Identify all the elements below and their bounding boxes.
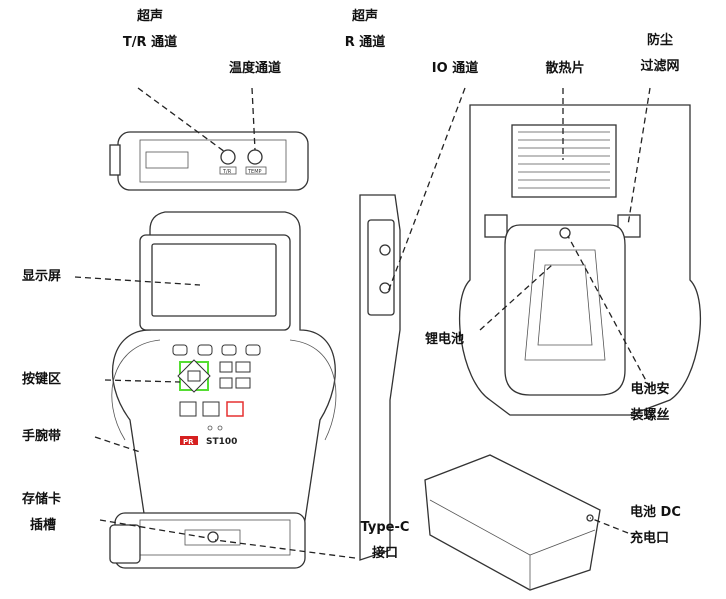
brand-logo: PR bbox=[183, 438, 194, 446]
back-view bbox=[459, 104, 701, 416]
label-ultrasonic-r: 超声 R 通道 bbox=[335, 4, 395, 56]
label-typec-port: Type-C 接口 bbox=[350, 515, 420, 567]
label-heatsink: 散热片 bbox=[545, 61, 585, 76]
label-dust-filter: 防尘 过滤网 bbox=[625, 28, 695, 80]
leader-lines bbox=[74, 87, 651, 559]
label-line: 过滤网 bbox=[640, 59, 680, 74]
label-ultrasonic-tr: 超声 T/R 通道 bbox=[115, 4, 185, 56]
port-tr-label: T/R bbox=[222, 169, 232, 175]
label-line: 防尘 bbox=[646, 33, 673, 48]
label-keypad: 按键区 bbox=[22, 372, 62, 387]
label-line: 电池 DC bbox=[630, 505, 681, 520]
label-line: T/R 通道 bbox=[122, 35, 178, 50]
label-line: 超声 bbox=[351, 9, 378, 24]
label-line: 装螺丝 bbox=[630, 408, 670, 423]
model-label: ST100 bbox=[206, 437, 237, 447]
label-line: Type-C bbox=[360, 520, 410, 535]
label-temp-channel: 温度通道 bbox=[228, 61, 281, 76]
label-line: 超声 bbox=[136, 9, 163, 24]
label-io-channel: IO 通道 bbox=[431, 61, 479, 76]
front-view: PR ST100 bbox=[111, 211, 337, 541]
battery-pack bbox=[424, 454, 601, 591]
label-line: 电池安 bbox=[630, 382, 670, 397]
top-view: T/R TEMP bbox=[109, 131, 309, 191]
label-dc-charge-port: 电池 DC 充电口 bbox=[630, 500, 681, 552]
side-view bbox=[359, 194, 401, 561]
label-battery: 锂电池 bbox=[425, 332, 465, 347]
bottom-view bbox=[109, 512, 306, 569]
label-line: 插槽 bbox=[30, 518, 57, 533]
label-display: 显示屏 bbox=[22, 269, 62, 284]
label-wrist-strap: 手腕带 bbox=[22, 429, 62, 444]
label-battery-screw: 电池安 装螺丝 bbox=[615, 377, 685, 429]
label-sd-slot: 存储卡 插槽 bbox=[22, 487, 61, 539]
label-line: 充电口 bbox=[630, 531, 670, 546]
label-line: R 通道 bbox=[344, 35, 386, 50]
label-line: 接口 bbox=[371, 546, 398, 561]
port-temp-label: TEMP bbox=[247, 169, 262, 175]
label-line: 存储卡 bbox=[22, 492, 62, 507]
